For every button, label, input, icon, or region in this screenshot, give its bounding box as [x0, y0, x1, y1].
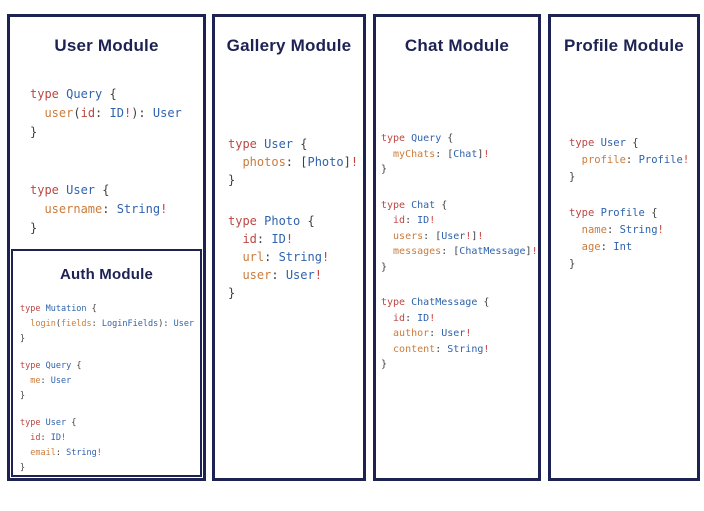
code-line: type Mutation {	[20, 304, 97, 314]
code-line: }	[381, 359, 388, 370]
user-module-panel: User Module type Query { user(id: ID!): …	[7, 14, 206, 481]
code-line: }	[20, 334, 26, 344]
type-definition: type Profile { name: String! age: Int}	[569, 205, 689, 273]
auth-module-panel: Auth Module type Mutation { login(fields…	[11, 249, 202, 477]
type-definition: type User { photos: [Photo]!}	[228, 135, 358, 189]
code-line: id: ID!	[20, 433, 67, 443]
code-line: id: ID!	[381, 215, 436, 226]
gallery-module-panel: Gallery Module type User { photos: [Phot…	[212, 14, 366, 481]
code-line: user(id: ID!): User	[30, 106, 182, 120]
code-line: me: User	[20, 376, 72, 386]
chat-module-title: Chat Module	[404, 36, 510, 55]
code-line: type ChatMessage {	[381, 297, 490, 308]
code-line: type Chat {	[381, 199, 448, 211]
code-line: photos: [Photo]!	[228, 155, 359, 169]
code-line: }	[228, 173, 236, 187]
user-module-schema-code: type Query { user(id: ID!): User}type Us…	[30, 85, 182, 238]
code-line: author: User!	[381, 328, 472, 339]
code-line: }	[228, 286, 236, 300]
type-definition: type Query { myChats: [Chat]!}	[381, 131, 538, 178]
type-definition: type User { profile: Profile!}	[569, 135, 689, 186]
profile-module-title: Profile Module	[564, 36, 684, 55]
code-line: name: String!	[569, 224, 664, 236]
type-definition: type User { username: String!}	[30, 181, 182, 238]
code-line: type User {	[20, 418, 77, 428]
gallery-module-schema-code: type User { photos: [Photo]!}type Photo …	[228, 135, 358, 302]
code-line: users: [User!]!	[381, 230, 484, 242]
code-line: type User {	[569, 137, 639, 149]
user-module-title: User Module	[54, 36, 159, 55]
code-line: }	[20, 391, 26, 401]
code-line: myChats: [Chat]!	[381, 148, 490, 160]
code-line: profile: Profile!	[569, 154, 690, 166]
type-definition: type Chat { id: ID! users: [User!]! mess…	[381, 198, 538, 276]
code-line: }	[569, 171, 576, 183]
code-line: id: ID!	[381, 312, 436, 324]
auth-module-title: Auth Module	[59, 266, 153, 283]
code-line: user: User!	[228, 268, 322, 282]
code-line: type Profile {	[569, 207, 658, 219]
code-line: url: String!	[228, 250, 330, 264]
type-definition: type User { id: ID! email: String!}	[20, 416, 194, 476]
profile-module-schema-code: type User { profile: Profile!}type Profi…	[569, 135, 689, 273]
type-definition: type Query { me: User}	[20, 359, 194, 404]
code-line: }	[381, 261, 388, 273]
code-line: }	[30, 125, 38, 139]
code-line: type User {	[30, 183, 110, 197]
code-line: email: String!	[20, 448, 102, 458]
gallery-module-title: Gallery Module	[226, 36, 352, 55]
type-definition: type ChatMessage { id: ID! author: User!…	[381, 295, 538, 373]
code-line: login(fields: LoginFields): User	[20, 319, 195, 329]
code-line: type User {	[228, 137, 308, 151]
code-line: }	[569, 258, 576, 270]
code-line: username: String!	[30, 202, 168, 216]
chat-module-panel: Chat Module type Query { myChats: [Chat]…	[373, 14, 541, 481]
code-line: }	[30, 221, 38, 235]
type-definition: type Mutation { login(fields: LoginField…	[20, 302, 194, 347]
code-line: type Query {	[20, 361, 82, 371]
code-line: type Query {	[30, 87, 117, 101]
auth-module-schema-code: type Mutation { login(fields: LoginField…	[20, 302, 194, 476]
code-line: content: String!	[381, 343, 490, 355]
code-line: messages: [ChatMessage]!	[381, 246, 538, 257]
chat-module-schema-code: type Query { myChats: [Chat]!}type Chat …	[381, 131, 538, 373]
code-line: }	[381, 164, 388, 175]
type-definition: type Query { user(id: ID!): User}	[30, 85, 182, 142]
code-line: type Query {	[381, 133, 454, 144]
profile-module-panel: Profile Module type User { profile: Prof…	[548, 14, 700, 481]
code-line: type Photo {	[228, 214, 315, 228]
code-line: }	[20, 463, 26, 473]
code-line: id: ID!	[228, 232, 294, 246]
code-line: age: Int	[569, 241, 633, 253]
type-definition: type Photo { id: ID! url: String! user: …	[228, 212, 358, 302]
